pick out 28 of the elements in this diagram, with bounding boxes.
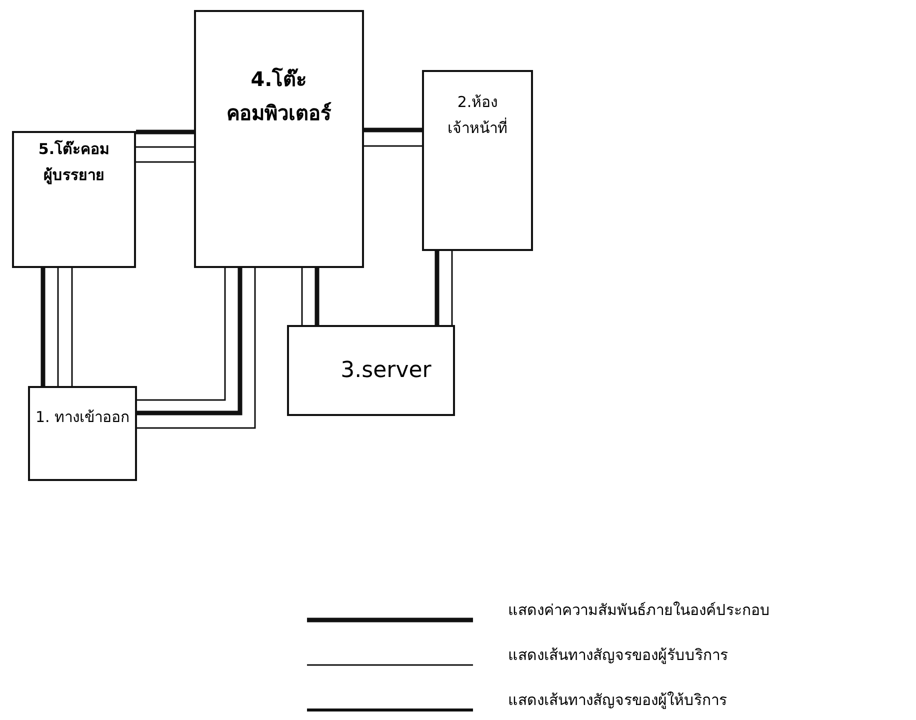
box-label: 1. ทางเข้าออก xyxy=(35,407,130,428)
connector-line xyxy=(137,268,256,429)
box-label: 2.ห้อง เจ้าหน้าที่ xyxy=(446,92,508,138)
connector-line xyxy=(434,251,440,325)
connector-line xyxy=(364,128,422,132)
process-box xyxy=(194,10,364,268)
connector-line xyxy=(137,268,242,416)
legend-text: แสดงเส้นทางสัญจรของผู้รับบริการ xyxy=(508,645,728,666)
connector-line xyxy=(364,145,422,147)
box-label: 5.โต๊ะคอม ผู้บรรยาย xyxy=(37,139,111,186)
box-label: 4.โต๊ะ คอมพิวเตอร์ xyxy=(226,66,332,127)
process-box xyxy=(28,386,137,481)
process-box xyxy=(287,325,455,416)
legend-text: แสดงค่าความสัมพันธ์ภายในองค์ประกอบ xyxy=(508,600,770,621)
legend-text: แสดงเส้นทางสัญจรของผู้ให้บริการ xyxy=(508,690,727,711)
connector-line xyxy=(301,268,303,325)
box-label: 3.server xyxy=(340,356,432,385)
process-box xyxy=(422,70,533,251)
connector-line xyxy=(137,268,226,401)
process-box xyxy=(12,131,136,268)
connector-line xyxy=(57,268,59,386)
connector-line xyxy=(451,251,453,325)
connector-line xyxy=(136,146,194,148)
connector-line xyxy=(136,161,194,163)
connector-line xyxy=(136,130,194,134)
connector-line xyxy=(40,268,46,386)
connector-line xyxy=(71,268,73,386)
connector-line xyxy=(314,268,320,325)
